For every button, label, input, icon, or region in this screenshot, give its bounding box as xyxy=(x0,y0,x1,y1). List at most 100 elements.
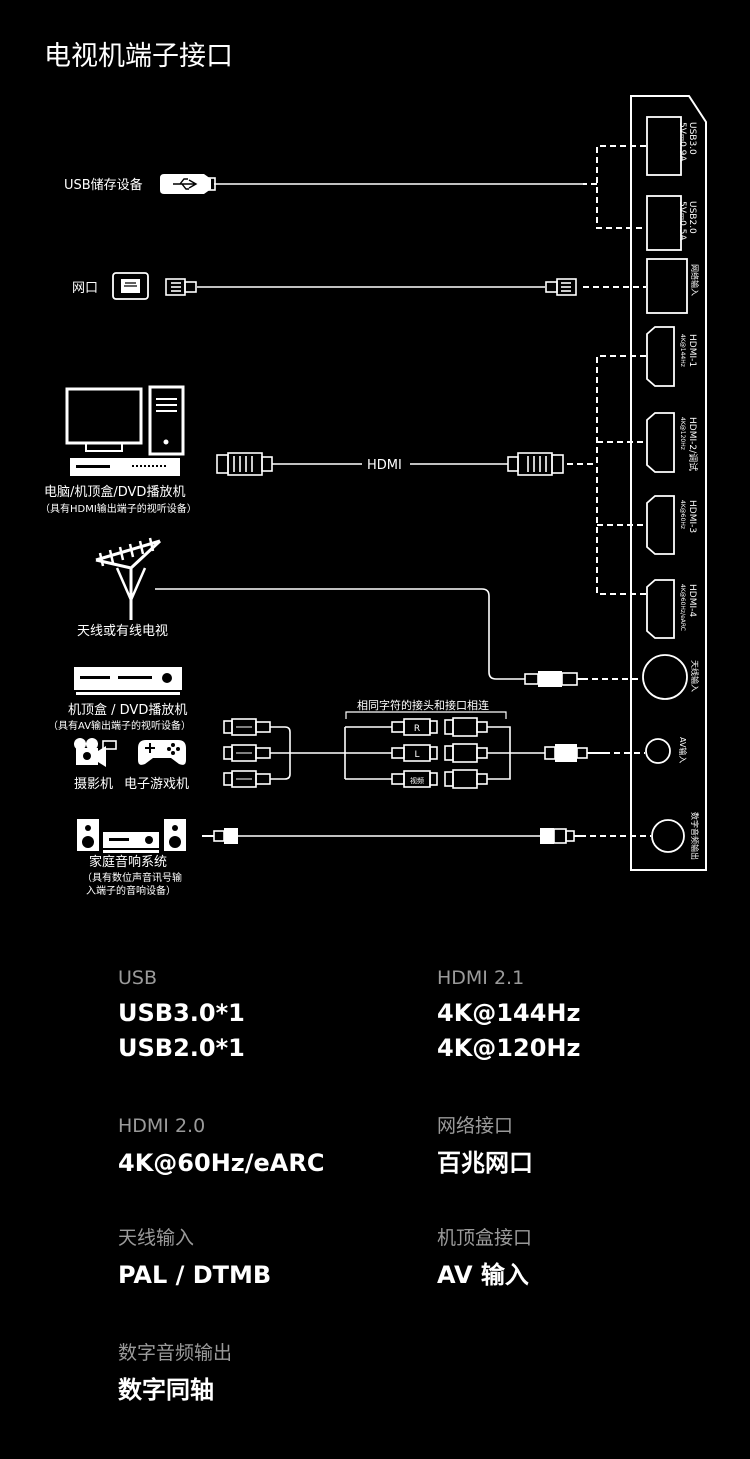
stb-label: 机顶盒 / DVD播放机 xyxy=(68,702,187,718)
av-cable-right xyxy=(487,726,545,780)
plug-r-label: R xyxy=(414,724,420,734)
hdmi1-port xyxy=(646,326,675,387)
hdmi3-spec-label: 4K@60Hz xyxy=(679,500,686,529)
rca-plug-r-device xyxy=(223,718,271,736)
network-label: 网口 xyxy=(72,281,98,296)
match-note: 相同字符的接头和接口相连 xyxy=(357,698,489,712)
rca-plugs-device-side xyxy=(223,718,271,788)
spec-value: 4K@144Hz xyxy=(437,999,581,1027)
tv-back-panel xyxy=(630,95,707,871)
usb2-port xyxy=(646,195,682,251)
spec-value: 百兆网口 xyxy=(437,1149,533,1177)
spec-value: USB3.0*1 xyxy=(118,999,245,1027)
antenna-port xyxy=(642,654,688,700)
hdmi4-port-label: HDMI-4 xyxy=(687,584,697,617)
usb3-power-label: 5V⎓0.9A xyxy=(677,122,687,162)
dvd-player-icon xyxy=(70,458,180,476)
port-connection-diagram: USB3.0 5V⎓0.9A USB2.0 5V⎓0.5A 网络输入 HDMI-… xyxy=(40,95,707,897)
spec-value: PAL / DTMB xyxy=(118,1261,272,1289)
spec-stb: 机顶盒接口 AV 输入 xyxy=(437,1226,532,1293)
spec-value: 4K@120Hz xyxy=(437,1034,581,1062)
usb-dashed-bracket xyxy=(596,145,646,229)
spec-value: USB2.0*1 xyxy=(118,1034,245,1062)
hdmi-dashed-bracket xyxy=(596,355,646,595)
hdmi-plug-left xyxy=(216,452,273,476)
usb3-port-label: USB3.0 xyxy=(687,122,697,155)
rca-jack-video xyxy=(444,769,488,789)
rca-plug-video-device xyxy=(223,770,271,788)
spec-label: HDMI 2.1 xyxy=(437,967,525,989)
rj45-plug-left xyxy=(165,278,197,296)
spec-hdmi21: HDMI 2.1 4K@144Hz 4K@120Hz xyxy=(437,966,580,1066)
spec-usb: USB USB3.0*1 USB2.0*1 xyxy=(118,966,245,1066)
usb-storage-label: USB储存设备 xyxy=(64,177,143,193)
audio-system-label: 家庭音响系统 xyxy=(89,854,167,870)
hdmi1-port-label: HDMI-1 xyxy=(687,334,697,367)
antenna-icon xyxy=(95,537,162,620)
hdmi2-port xyxy=(646,412,675,473)
plug-video-label: 视频 xyxy=(410,776,424,785)
plug-l-label: L xyxy=(414,750,419,760)
audio-note-2: 入端子的音响设备） xyxy=(86,884,176,897)
spec-value: 数字同轴 xyxy=(118,1376,214,1404)
av-port xyxy=(645,738,671,764)
antenna-coax-plug xyxy=(524,671,584,687)
rj45-plug-right xyxy=(545,278,577,296)
usb2-power-label: 5V⎓0.5A xyxy=(677,201,687,241)
rca-plug-l-device xyxy=(223,744,271,762)
hdmi3-port-label: HDMI-3 xyxy=(687,500,697,533)
hdmi-cable-label: HDMI xyxy=(367,458,402,473)
gamepad-icon xyxy=(138,740,186,765)
usb2-port-label: USB2.0 xyxy=(687,201,697,234)
rca-plug-r-labeled xyxy=(391,718,438,736)
spec-label: HDMI 2.0 xyxy=(118,1115,206,1137)
match-note-bracket xyxy=(345,711,507,719)
av-cable-middle xyxy=(344,726,392,780)
hdmi4-spec-label: 4K@60Hz/eARC xyxy=(679,584,686,631)
camcorder-label: 摄影机 xyxy=(74,777,113,792)
rca-jack-r xyxy=(444,717,488,737)
av-port-label: AV输入 xyxy=(678,737,688,763)
hdmi4-port xyxy=(646,579,675,639)
rca-plug-video-labeled xyxy=(391,770,438,788)
gamepad-label: 电子游戏机 xyxy=(124,777,189,792)
antenna-label: 天线或有线电视 xyxy=(77,624,168,639)
set-top-box-icon xyxy=(74,667,182,695)
spec-label: 数字音频输出 xyxy=(118,1342,233,1364)
audio-note-1: （具有数位声音讯号输 xyxy=(82,871,182,884)
usb3-port xyxy=(646,116,682,176)
rca-jack-l xyxy=(444,743,488,763)
av-cable-left xyxy=(270,726,345,780)
spec-antenna: 天线输入 PAL / DTMB xyxy=(118,1226,271,1293)
av-jack-plug xyxy=(544,744,604,762)
camcorder-icon xyxy=(74,738,117,767)
hdmi-plug-right xyxy=(507,452,564,476)
rca-plug-l-labeled xyxy=(391,744,438,762)
lan-port xyxy=(646,258,688,314)
spec-value: 4K@60Hz/eARC xyxy=(118,1149,325,1177)
spec-label: 机顶盒接口 xyxy=(437,1227,533,1249)
computer-note: （具有HDMI输出端子的视听设备） xyxy=(40,502,197,515)
hdmi2-port-label: HDMI-2/调试 xyxy=(687,417,699,471)
spec-value: AV 输入 xyxy=(437,1261,529,1289)
hdmi1-spec-label: 4K@144Hz xyxy=(679,334,686,367)
hdmi3-port xyxy=(646,495,675,555)
spec-hdmi20: HDMI 2.0 4K@60Hz/eARC xyxy=(118,1114,324,1181)
rca-plugs-labeled xyxy=(391,718,438,788)
spec-label: 天线输入 xyxy=(118,1227,195,1249)
spec-label: USB xyxy=(118,967,158,989)
stb-note: （具有AV输出端子的视听设备） xyxy=(48,719,191,732)
spec-label: 网络接口 xyxy=(437,1115,514,1137)
antenna-port-label: 天线输入 xyxy=(690,660,700,692)
spec-network: 网络接口 百兆网口 xyxy=(437,1114,533,1181)
ethernet-port-icon xyxy=(112,272,149,300)
rca-jacks-tv-side xyxy=(444,717,488,789)
spec-digital-audio: 数字音频输出 数字同轴 xyxy=(118,1341,232,1408)
computer-icon xyxy=(65,385,185,456)
hdmi2-spec-label: 4K@120Hz xyxy=(679,417,686,450)
antenna-cable xyxy=(155,588,525,680)
audio-system-icon xyxy=(77,819,186,853)
coax-plug-device-side xyxy=(202,828,238,844)
lan-port-label: 网络输入 xyxy=(690,264,700,296)
spdif-port-label: 数字音频输出 xyxy=(690,812,700,860)
